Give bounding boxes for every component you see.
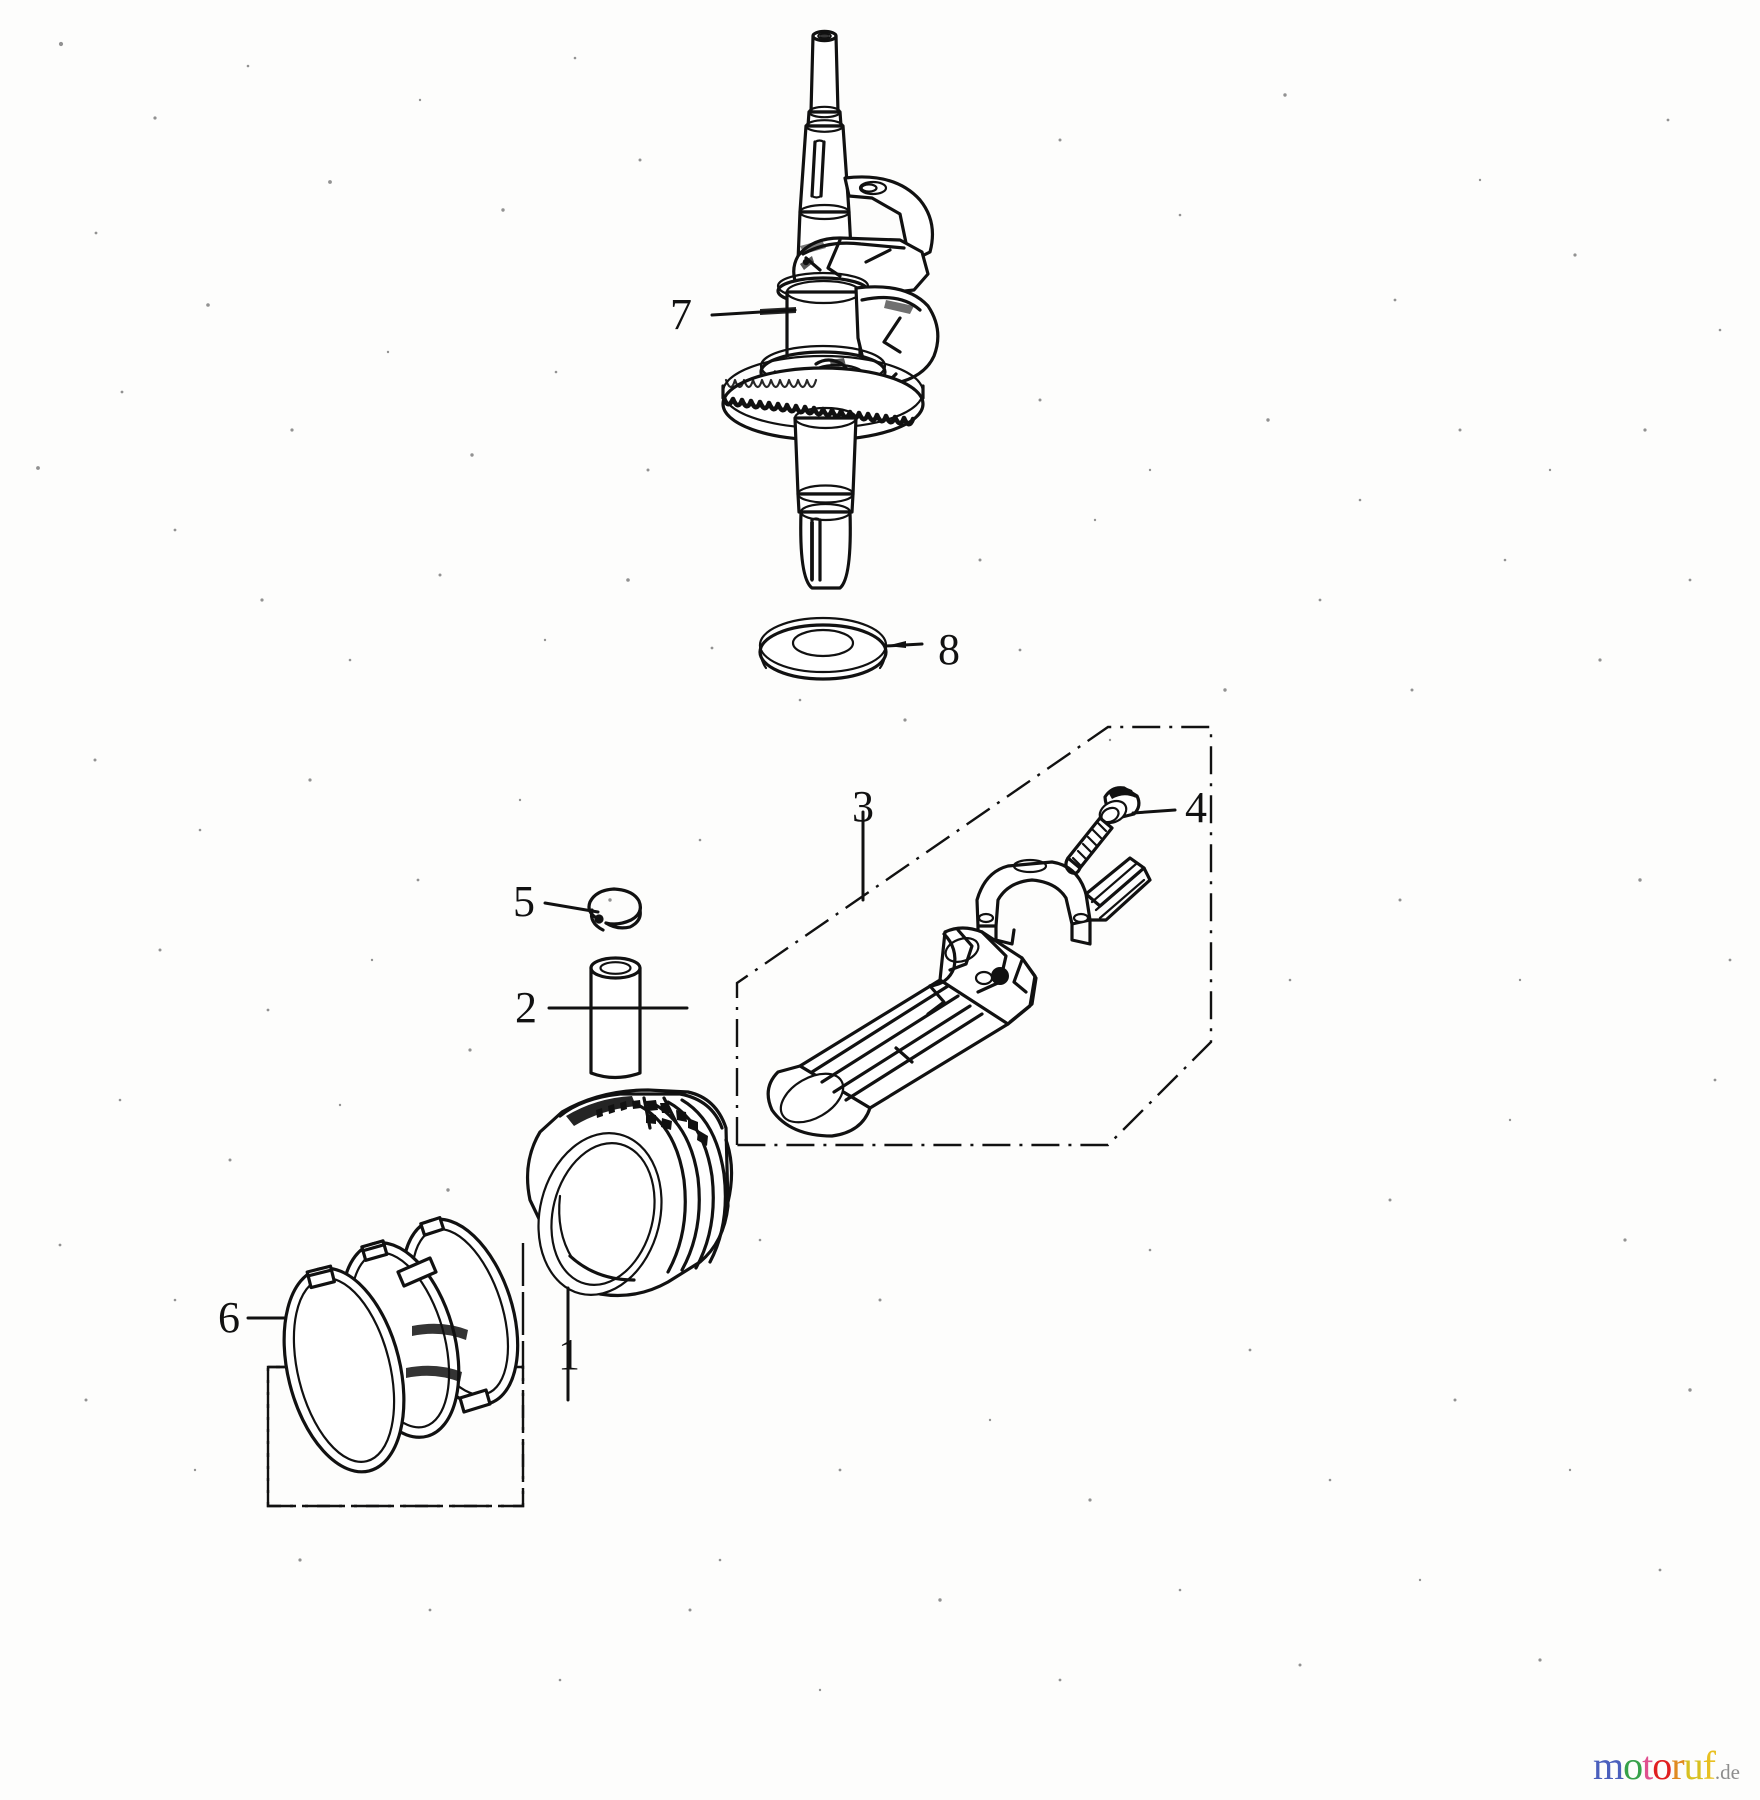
connecting-rod-group-box [735,725,1213,1147]
wm-letter-t: t [1642,1743,1653,1788]
piston-rings-drawing [282,1216,520,1474]
leader-4 [1131,808,1177,815]
wm-letter-o1: o [1623,1743,1643,1788]
gear-teeth [721,378,916,427]
piston-drawing [525,1088,734,1298]
callout-1: 1 [558,1330,580,1379]
piston-pin-drawing [589,956,642,1080]
callout-2: 2 [515,983,537,1032]
callout-8: 8 [938,625,960,674]
piston-ring-group-box-outline [266,1365,525,1508]
motoruf-watermark: motoruf.de [1593,1742,1740,1789]
wm-letter-u: u [1683,1743,1704,1788]
leader-7 [710,307,797,317]
leader-5 [543,901,600,914]
connecting-rod-drawing [766,926,1038,1138]
crown-hatch [596,1096,708,1146]
wm-letter-o2: o [1652,1743,1672,1788]
connecting-rod-cap-drawing [975,856,1152,946]
wm-letter-m: m [1593,1743,1624,1788]
leader-8 [884,641,924,648]
wm-letter-r: r [1671,1743,1684,1788]
piston-pin-clip-drawing [587,887,642,932]
crankshaft-drawing [721,29,940,590]
callout-7: 7 [670,290,692,339]
scan-speckle [36,41,1732,1692]
wm-suffix: .de [1714,1760,1740,1784]
wm-letter-f: f [1702,1743,1716,1788]
thrust-washer-drawing [758,616,888,681]
callout-5: 5 [513,877,535,926]
connecting-rod-bolt-drawing [1064,786,1141,875]
callout-4: 4 [1185,783,1207,832]
callout-6: 6 [218,1293,240,1342]
piston-ring-group-box [266,1240,525,1508]
callout-3: 3 [852,782,874,831]
